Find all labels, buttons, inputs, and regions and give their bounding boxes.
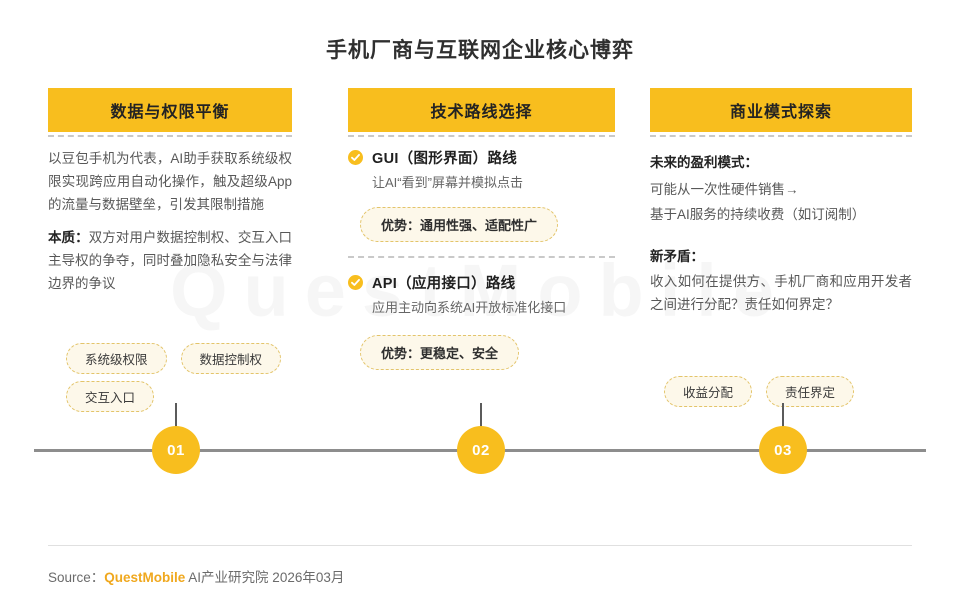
option-gui-route[interactable]: GUI（图形界面）路线 让AI“看到”屏幕并模拟点击 — [348, 147, 615, 194]
tag-interaction-entry[interactable]: 交互入口 — [66, 381, 155, 412]
tag-data-control[interactable]: 数据控制权 — [180, 343, 282, 374]
header-divider-2 — [348, 135, 615, 137]
column-tech-route-selection: 技术路线选择 GUI（图形界面）路线 让AI“看到”屏幕并模拟点击 优势：通用性… — [348, 88, 615, 370]
advantage-pill-gui[interactable]: 优势：通用性强、适配性广 — [360, 206, 559, 242]
column-business-model: 商业模式探索 未来的盈利模式： 可能从一次性硬件销售→ 基于AI服务的持续收费（… — [650, 88, 912, 407]
timeline-node-label-03: 03 — [759, 426, 807, 474]
option-api-title: API（应用接口）路线 — [372, 275, 516, 292]
column-1-paragraph-2: 本质：双方对用户数据控制权、交互入口主导权的争夺，同时叠加隐私安全与法律边界的争… — [48, 226, 292, 296]
tag-liability-definition[interactable]: 责任界定 — [766, 376, 855, 407]
footer-brand: QuestMobile — [104, 570, 186, 585]
column-3-profit-lead-text: 未来的盈利模式： — [650, 155, 758, 170]
option-gui-desc: 让AI“看到”屏幕并模拟点击 — [372, 175, 523, 190]
timeline-node-02[interactable]: 02 — [457, 403, 505, 474]
check-circle-icon — [348, 150, 363, 165]
option-gui-title: GUI（图形界面）路线 — [372, 151, 518, 167]
timeline-stem-02 — [480, 403, 482, 427]
option-gui-body: GUI（图形界面）路线 让AI“看到”屏幕并模拟点击 — [372, 147, 615, 194]
timeline: 01 02 03 — [0, 403, 960, 495]
option-api-desc: 应用主动向系统AI开放标准化接口 — [372, 299, 567, 315]
column-data-permission-balance: 数据与权限平衡 以豆包手机为代表，AI助手获取系统级权限实现跨应用自动化操作，触… — [48, 88, 292, 412]
column-3-profit-lead: 未来的盈利模式： — [650, 151, 912, 174]
column-1-paragraph-1: 以豆包手机为代表，AI助手获取系统级权限实现跨应用自动化操作，触及超级App的流… — [48, 147, 292, 217]
timeline-stem-03 — [782, 403, 784, 427]
column-header-2: 技术路线选择 — [348, 88, 615, 132]
option-api-route[interactable]: API（应用接口）路线 应用主动向系统AI开放标准化接口 — [348, 272, 615, 319]
column-3-profit-line-1: 可能从一次性硬件销售→ — [650, 182, 799, 198]
tag-system-permission[interactable]: 系统级权限 — [66, 343, 167, 374]
column-1-paragraph-2-text: 双方对用户数据控制权、交互入口主导权的争夺，同时叠加隐私安全与法律边界的争议 — [48, 229, 293, 292]
column-3-conflict-text: 收入如何在提供方、手机厂商和应用开发者之间进行分配？责任如何界定？ — [650, 273, 912, 313]
columns-container: 数据与权限平衡 以豆包手机为代表，AI助手获取系统级权限实现跨应用自动化操作，触… — [0, 88, 960, 418]
column-3-profit-line-2: 基于AI服务的持续收费（如订阅制） — [650, 207, 866, 223]
tag-revenue-share[interactable]: 收益分配 — [664, 376, 753, 407]
footer-source-rest: AI产业研究院 2026年03月 — [185, 570, 345, 585]
column-1-paragraph-1-text: 以豆包手机为代表，AI助手获取系统级权限实现跨应用自动化操作，触及超级App的流… — [48, 151, 292, 213]
footer-source-label: Source： — [48, 570, 105, 585]
column-header-1: 数据与权限平衡 — [48, 88, 292, 132]
page-title: 手机厂商与互联网企业核心博弈 — [326, 39, 634, 62]
timeline-node-03[interactable]: 03 — [759, 403, 807, 474]
timeline-node-label-01: 01 — [152, 426, 200, 474]
timeline-stem-01 — [175, 403, 177, 427]
timeline-node-01[interactable]: 01 — [152, 403, 200, 474]
timeline-node-label-02: 02 — [457, 426, 505, 474]
advantage-pill-api[interactable]: 优势：更稳定、安全 — [360, 334, 520, 370]
check-circle-icon — [348, 274, 363, 290]
column-3-tag-row: 收益分配 责任界定 — [664, 376, 914, 407]
column-1-paragraph-2-lead: 本质： — [48, 229, 89, 245]
column-3-conflict-lead: 新矛盾： — [650, 245, 912, 268]
header-divider-1 — [48, 135, 292, 137]
column-1-tag-row: 系统级权限 数据控制权 交互入口 — [66, 343, 346, 412]
footer-source: Source： QuestMobile AI产业研究院 2026年03月 — [48, 566, 344, 586]
option-divider — [348, 255, 615, 258]
option-api-body: API（应用接口）路线 应用主动向系统AI开放标准化接口 — [372, 272, 615, 319]
column-header-3: 商业模式探索 — [650, 88, 912, 132]
header-divider-3 — [650, 135, 912, 137]
column-3-conflict-lead-text: 新矛盾： — [650, 248, 704, 264]
footer-divider — [48, 545, 912, 546]
